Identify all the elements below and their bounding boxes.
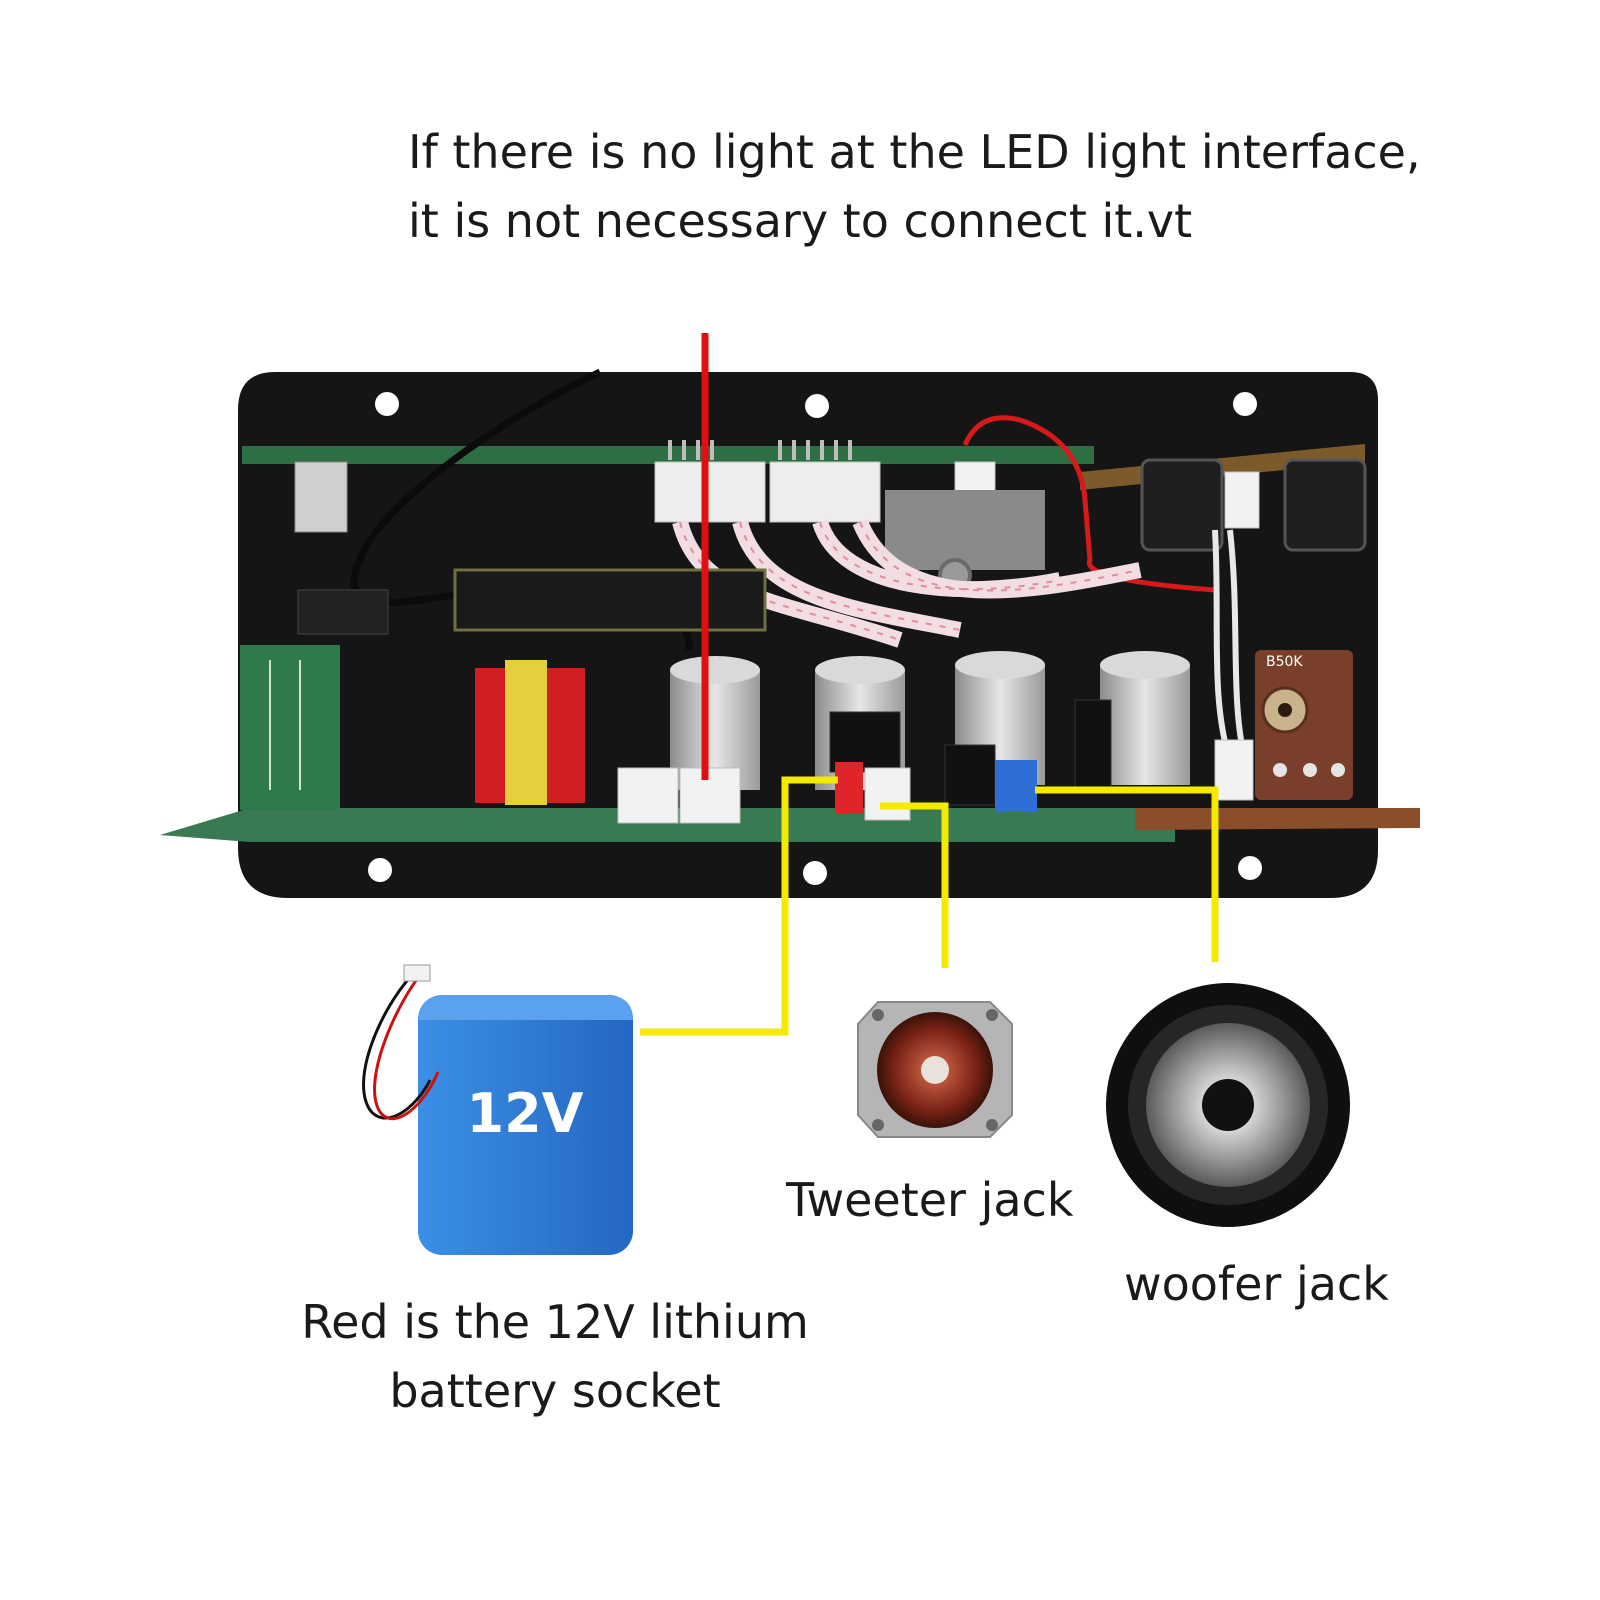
connector bbox=[654, 461, 766, 523]
mounting-hole bbox=[368, 858, 392, 882]
amplifier-board-icon: B50K bbox=[160, 368, 1420, 898]
woofer-leader-line bbox=[1035, 786, 1219, 962]
regulator bbox=[294, 461, 348, 533]
woofer-icon bbox=[1106, 983, 1350, 1227]
battery-label-line-2: battery socket bbox=[389, 1364, 721, 1418]
inductor bbox=[1283, 458, 1367, 552]
potentiometer: B50K bbox=[1255, 650, 1353, 800]
mounting-hole bbox=[803, 861, 827, 885]
mounting-hole bbox=[1238, 856, 1262, 880]
header-block bbox=[297, 589, 389, 635]
large-capacitor bbox=[240, 645, 340, 810]
battery-socket-label: Red is the 12V lithium battery socket bbox=[300, 1288, 810, 1426]
mounting-hole bbox=[375, 392, 399, 416]
pin-header bbox=[668, 440, 852, 460]
battery-socket bbox=[835, 762, 863, 814]
battery-icon: 12V bbox=[362, 964, 633, 1255]
tweeter-socket bbox=[864, 767, 911, 821]
battery-label-line-1: Red is the 12V lithium bbox=[301, 1295, 809, 1349]
pcb-right-bottom bbox=[1135, 808, 1420, 830]
capacitor bbox=[1100, 651, 1190, 785]
led-note-line-2: it is not necessary to connect it.vt bbox=[408, 194, 1193, 248]
battery-leader-line bbox=[640, 776, 838, 1036]
connector bbox=[1214, 739, 1254, 801]
battery-voltage: 12V bbox=[467, 1082, 584, 1145]
connector bbox=[769, 461, 881, 523]
inductor bbox=[1140, 458, 1224, 552]
socket-block bbox=[885, 490, 1045, 570]
led-interface-note: If there is no light at the LED light in… bbox=[408, 118, 1421, 256]
tweeter-icon bbox=[857, 1001, 1013, 1138]
led-note-line-1: If there is no light at the LED light in… bbox=[408, 125, 1421, 179]
display-module bbox=[453, 568, 767, 632]
tweeter-jack-label: Tweeter jack bbox=[786, 1173, 1074, 1227]
woofer-socket bbox=[995, 760, 1037, 812]
connector bbox=[617, 767, 679, 824]
pot-label: B50K bbox=[1266, 654, 1303, 670]
mounting-hole bbox=[1233, 392, 1257, 416]
tweeter-leader-line bbox=[880, 802, 949, 968]
mounting-hole bbox=[805, 394, 829, 418]
pcb-bottom-strip bbox=[160, 808, 1175, 842]
woofer-jack-label: woofer jack bbox=[1124, 1257, 1389, 1311]
led-connector bbox=[679, 767, 741, 824]
transformer-core bbox=[505, 660, 547, 805]
connector bbox=[1224, 471, 1260, 529]
